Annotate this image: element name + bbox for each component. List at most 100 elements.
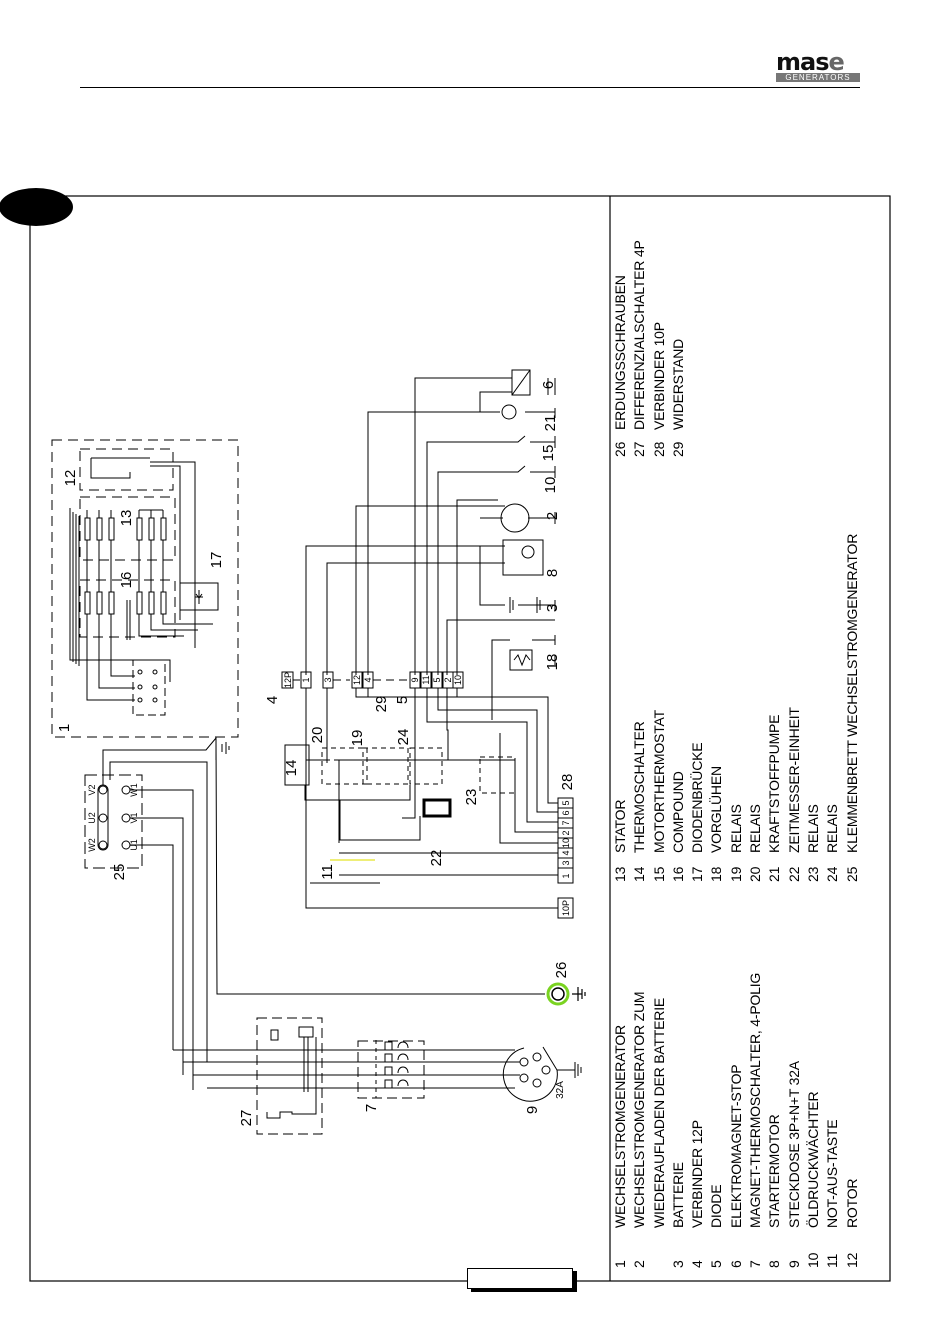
charging-generator-8 [502,539,544,576]
terminal-label: U2 [87,812,97,824]
legend-number: 20 [747,866,764,882]
legend-col3-texts: ERDUNGSSCHRAUBEN DIFFERENZIALSCHALTER 4P… [611,240,688,430]
legend-text: DIODE [708,1184,725,1228]
component-labels: 12 13 16 17 1 25 27 7 9 32A 26 4 14 20 1… [56,381,576,1127]
legend-text: VERBINDER 10P [650,322,667,430]
mase-logo: mase GENERATORS [776,48,860,82]
legend-number: 28 [650,441,667,457]
pin-10p: 7 [561,820,571,825]
legend-text: DIODENBRÜCKE [689,742,706,853]
legend-text: MOTORTHERMOSTAT [650,710,667,853]
magneto-thermal-switch-7 [357,1040,425,1099]
legend-number: 19 [727,866,744,882]
pin-12p: 11 [421,675,431,684]
legend-number: 18 [708,866,725,882]
legend-col2-texts: STATOR THERMOSCHALTER MOTORTHERMOSTAT CO… [611,534,862,853]
diode-bridge-17 [179,582,219,611]
generator-assembly [51,439,239,738]
legend-col3-numbers: 26 27 28 29 [611,442,688,457]
header-rule [80,87,860,88]
logo-word: mase [776,48,845,76]
legend-text: RELAIS [824,804,841,853]
legend-col1-texts: WECHSELSTROMGENERATOR WECHSELSTROMGENERA… [611,973,862,1228]
legend-number: 14 [631,866,648,882]
pin-10p: 3 [561,860,571,865]
connector-10p-title: 10P [561,900,571,916]
legend-col2-numbers: 13 14 15 16 17 18 19 20 21 22 23 24 25 [611,867,862,882]
terminal-label: V1 [129,812,139,823]
pin-10p: 4 [561,850,571,855]
label-26: 26 [553,962,570,979]
legend-number: 8 [766,1260,783,1268]
legend-text: MAGNET-THERMOSCHALTER, 4-POLIG [747,972,764,1228]
legend-number: 15 [650,866,667,882]
label-19: 19 [349,730,366,747]
power-lines [173,1049,520,1089]
legend-number: 26 [612,441,628,457]
legend-number: 5 [708,1260,725,1268]
pin-10p: 1 [561,873,571,878]
component-legend: 1 2 3 4 5 6 7 8 9 10 11 12 WECHSELSTROMG… [610,190,890,1290]
legend-number: 24 [824,866,841,882]
legend-number: 17 [689,866,706,882]
legend-text: RELAIS [727,804,744,853]
socket-rating: 32A [555,1081,566,1099]
label-29: 29 [373,696,390,713]
legend-col1-numbers: 1 2 3 4 5 6 7 8 9 10 11 12 [611,1253,862,1268]
legend-text: ZEITMESSER-EINHEIT [785,707,802,853]
pin-12p: 4 [363,677,373,682]
legend-text: ERDUNGSSCHRAUBEN [612,275,628,430]
legend-text: STATOR [612,799,628,853]
label-13: 13 [118,510,135,527]
label-22: 22 [428,850,445,867]
differential-switch-27 [256,1017,323,1135]
pin-10p: 6 [561,810,571,815]
legend-number: 25 [843,866,860,882]
legend-text: WIEDERAUFLADEN DER BATTERIE [650,997,667,1228]
label-25: 25 [111,864,128,881]
legend-number: 4 [689,1260,706,1268]
legend-number: 2 [631,1260,648,1268]
legend-number: 9 [785,1260,802,1268]
label-3: 3 [544,604,561,612]
thermoswitch-14 [284,744,310,786]
label-28: 28 [559,774,576,791]
pin-12p: 1 [301,677,311,682]
legend-text: WECHSELSTROMGENERATOR [612,1025,628,1228]
legend-number: 22 [785,866,802,882]
legend-text: THERMOSCHALTER [631,721,648,853]
connector-pin-labels: 12P 1 3 12 4 9 11 5 2 10 5 6 7 2 10 4 3 … [87,672,571,916]
label-10: 10 [542,477,559,494]
label-6: 6 [540,381,557,389]
label-8: 8 [544,569,561,577]
fuel-pump-21 [501,404,517,420]
label-14: 14 [283,760,300,777]
legend-text: WECHSELSTROMGENERATOR ZUM [631,991,648,1228]
ground-icon [572,987,586,1001]
label-20: 20 [309,727,326,744]
legend-text: STARTERMOTOR [766,1114,783,1229]
label-11: 11 [319,864,336,880]
legend-number: 11 [824,1253,841,1268]
legend-text: BATTERIE [669,1162,686,1228]
legend-text: RELAIS [747,804,764,853]
label-16: 16 [118,572,135,589]
section-marker [0,188,73,226]
ground-screw-26 [546,982,586,1006]
label-12: 12 [62,470,79,487]
label-1: 1 [56,724,73,732]
legend-number: 27 [631,441,648,457]
terminal-board-25 [84,736,545,1090]
label-9: 9 [524,1106,541,1114]
legend-text: VORGLÜHEN [708,766,725,853]
page-number-box [467,1268,573,1289]
battery-3 [509,597,541,613]
legend-text: NOT-AUS-TASTE [824,1119,841,1228]
legend-number: 3 [669,1260,686,1268]
legend-number: 12 [843,1252,860,1268]
legend-number: 29 [669,441,686,457]
glow-plug-18 [509,649,533,671]
legend-number: 1 [612,1260,628,1268]
legend-text: WIDERSTAND [669,338,686,430]
stator-windings [69,508,213,701]
